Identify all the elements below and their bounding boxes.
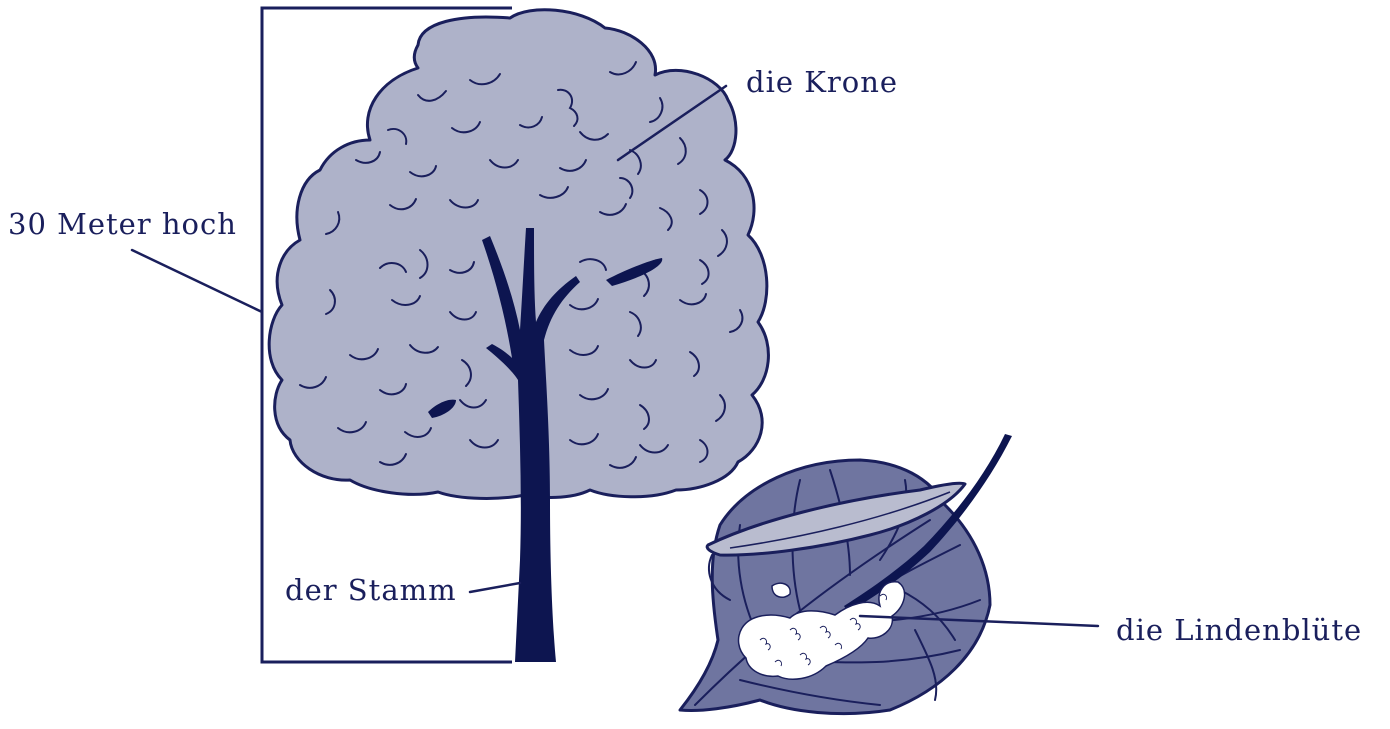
leader-line-height [132, 250, 262, 312]
blossom-label: die Lindenblüte [1116, 616, 1362, 645]
trunk-label: der Stamm [285, 576, 457, 605]
tree-crown [269, 10, 768, 499]
height-label: 30 Meter hoch [8, 210, 237, 239]
linden-leaf [680, 434, 1012, 714]
crown-label: die Krone [746, 68, 898, 97]
leader-line-trunk [470, 583, 520, 592]
